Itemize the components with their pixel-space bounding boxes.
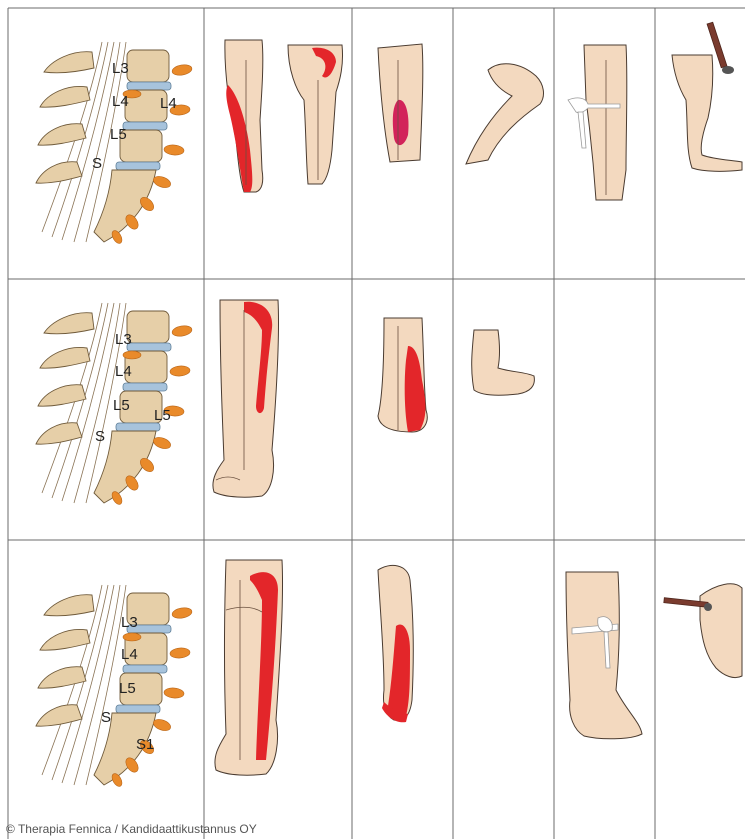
sensory-area-leg xyxy=(225,40,343,192)
vertebra-label: L5 xyxy=(110,126,127,143)
row-s1: L3 L4 L5 S S1 xyxy=(36,560,742,788)
dorsiflexion-foot xyxy=(472,330,535,395)
vertebra-label: L3 xyxy=(115,331,132,348)
spine-illustration xyxy=(36,585,193,788)
copyright-text: © Therapia Fennica / Kandidaattikustannu… xyxy=(6,822,257,836)
row-l5: L3 L4 L5 S L5 xyxy=(36,300,534,506)
vertebra-label: L3 xyxy=(112,60,129,77)
reflex-hammer-ankle xyxy=(664,584,742,678)
vertebra-label: L5 xyxy=(119,680,136,697)
vertebra-label: L3 xyxy=(121,614,138,631)
nerve-root-label: L4 xyxy=(160,95,177,112)
row-l4: L3 L4 L5 S L4 xyxy=(36,22,742,245)
sensory-area-leg xyxy=(215,560,283,775)
reflex-tape-leg xyxy=(568,45,627,200)
vertebra-label: S xyxy=(95,428,105,445)
sensory-area-foot xyxy=(378,565,413,722)
reflex-tape-leg xyxy=(566,572,642,739)
vertebra-label: L4 xyxy=(121,646,138,663)
knee-extension-leg xyxy=(466,64,543,164)
sensory-area-leg xyxy=(213,300,279,497)
nerve-root-label: L5 xyxy=(154,407,171,424)
reflex-hammer-leg xyxy=(672,22,742,171)
vertebra-label: S xyxy=(101,709,111,726)
vertebra-label: L5 xyxy=(113,397,130,414)
nerve-root-label: S1 xyxy=(136,736,154,753)
vertebra-label: L4 xyxy=(112,93,129,110)
vertebra-label: L4 xyxy=(115,363,132,380)
motor-area-thigh xyxy=(378,44,423,162)
vertebra-label: S xyxy=(92,155,102,172)
sensory-area-shin xyxy=(378,318,427,432)
